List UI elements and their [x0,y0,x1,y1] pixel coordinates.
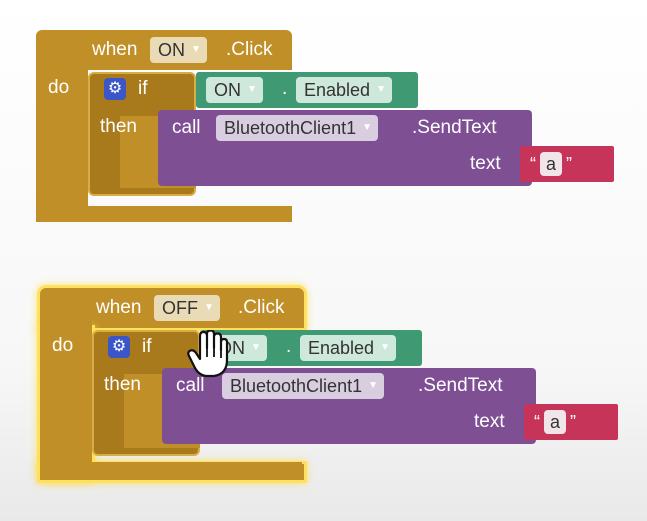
text-literal-value[interactable]: a [544,410,567,434]
chevron-down-icon: ▼ [247,84,257,95]
text-literal-block[interactable]: “ a ” [520,146,614,182]
chevron-down-icon: ▼ [376,84,386,95]
close-quote-icon: ” [570,411,577,432]
do-label: do [52,335,74,356]
text-literal-block[interactable]: “ a ” [524,404,618,440]
then-label: then [104,374,141,395]
component-dropdown-value: ON [158,40,185,60]
event-name: .Click [226,39,273,60]
chevron-down-icon: ▼ [204,302,214,313]
chevron-down-icon: ▼ [191,44,201,55]
open-quote-icon: “ [534,411,540,432]
call-component-dropdown[interactable]: BluetoothClient1 ▼ [222,373,384,399]
chevron-down-icon: ▼ [380,342,390,353]
then-label: then [100,116,137,137]
event-block-body [36,70,88,222]
chevron-down-icon: ▼ [368,380,378,391]
call-label: call [176,375,205,396]
method-name: .SendText [412,117,497,138]
condition-separator: . [286,336,292,357]
event-block-footer [36,206,292,222]
call-label: call [172,117,201,138]
condition-separator: . [282,78,288,99]
if-label: if [138,78,148,99]
do-label: do [48,77,70,98]
close-quote-icon: ” [566,153,573,174]
hand-cursor-icon [187,330,229,378]
component-dropdown[interactable]: ON ▼ [150,37,207,63]
event-name: .Click [238,297,285,318]
gear-icon[interactable]: ⚙ [108,336,130,358]
call-component-value: BluetoothClient1 [230,376,363,396]
when-label: when [92,39,138,60]
call-component-dropdown[interactable]: BluetoothClient1 ▼ [216,115,378,141]
component-dropdown[interactable]: OFF ▼ [154,295,220,321]
condition-property-value: Enabled [308,338,375,358]
if-label: if [142,336,152,357]
condition-component-value: ON [214,80,241,100]
gear-icon[interactable]: ⚙ [104,78,126,100]
call-component-value: BluetoothClient1 [224,118,357,138]
condition-component-dropdown[interactable]: ON ▼ [206,77,263,103]
condition-property-value: Enabled [304,80,371,100]
open-quote-icon: “ [530,153,536,174]
condition-property-dropdown[interactable]: Enabled ▼ [300,335,396,361]
param-label: text [474,411,505,432]
when-label: when [96,297,142,318]
param-label: text [470,153,501,174]
glow-cover [44,462,302,478]
component-dropdown-value: OFF [162,298,198,318]
glow-cover [40,318,92,478]
text-literal-value[interactable]: a [540,152,563,176]
method-name: .SendText [418,375,503,396]
condition-property-dropdown[interactable]: Enabled ▼ [296,77,392,103]
chevron-down-icon: ▼ [362,122,372,133]
chevron-down-icon: ▼ [251,342,261,353]
